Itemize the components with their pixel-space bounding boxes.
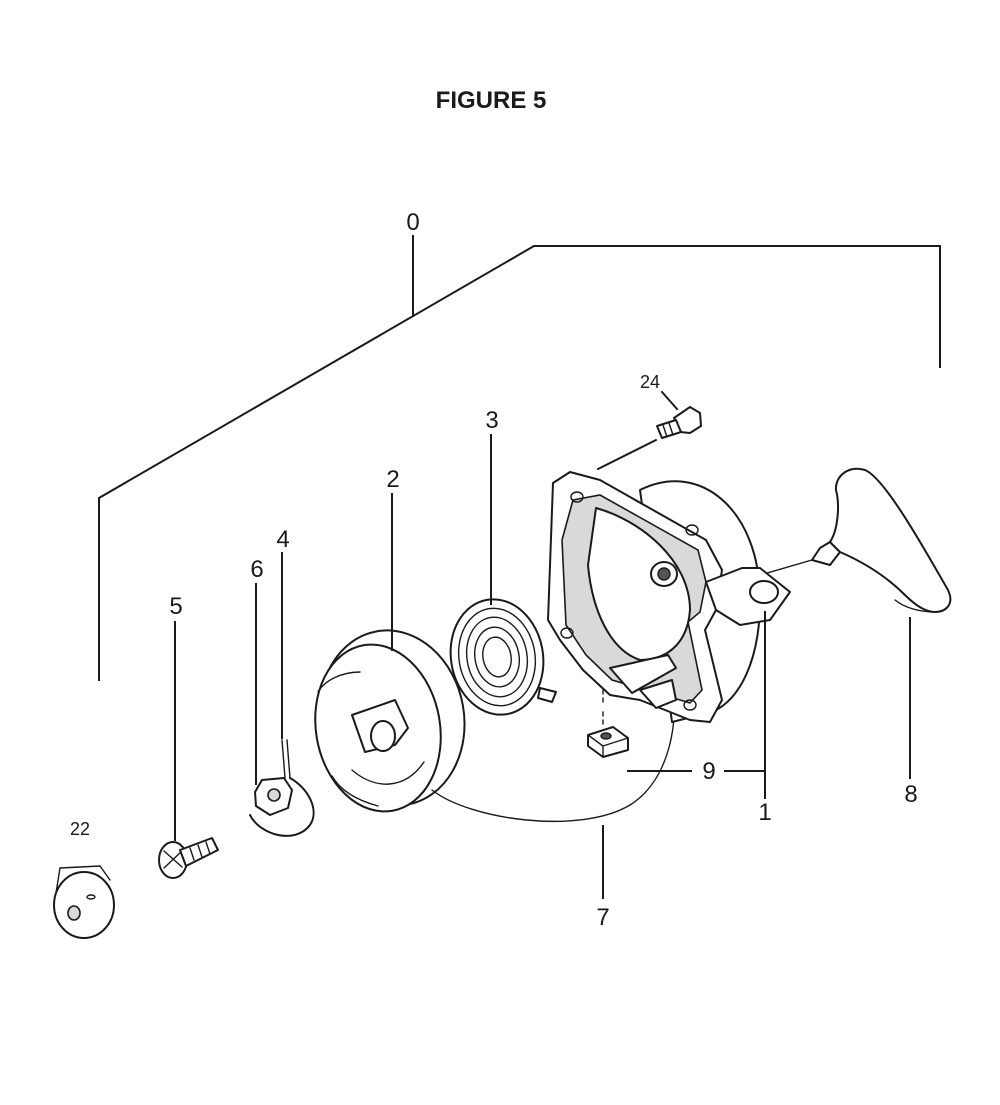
leader-24: [660, 390, 679, 411]
part-22-nut: [53, 865, 115, 939]
callout-0: 0: [406, 209, 419, 236]
part-24-bolt: [597, 406, 702, 470]
part-5-screw: [158, 837, 219, 879]
part-9-block: [587, 689, 629, 758]
callout-8: 8: [904, 781, 917, 808]
part-6-ratchet: [254, 777, 293, 816]
assembly-bracket: [98, 235, 941, 681]
callout-3: 3: [485, 407, 498, 434]
callout-24: 24: [640, 372, 660, 392]
callout-4: 4: [276, 526, 289, 553]
callout-6: 6: [250, 556, 263, 583]
part-2-pulley: [314, 629, 466, 813]
part-8-handle: [811, 467, 952, 613]
callout-labels: 0 1 2 3 4 5 6 7 8 9 22 24: [70, 209, 918, 931]
callout-2: 2: [386, 466, 399, 493]
callout-5: 5: [169, 593, 182, 620]
part-4-spring-clip: [249, 739, 315, 837]
callout-1: 1: [758, 799, 771, 826]
callout-7: 7: [596, 904, 609, 931]
figure-title: FIGURE 5: [436, 87, 547, 114]
part-1-starter-case: [547, 471, 791, 723]
callout-22: 22: [70, 819, 90, 839]
callout-leaders: [174, 390, 911, 899]
part-3-recoil-spring: [449, 598, 557, 716]
callout-9: 9: [702, 758, 715, 785]
